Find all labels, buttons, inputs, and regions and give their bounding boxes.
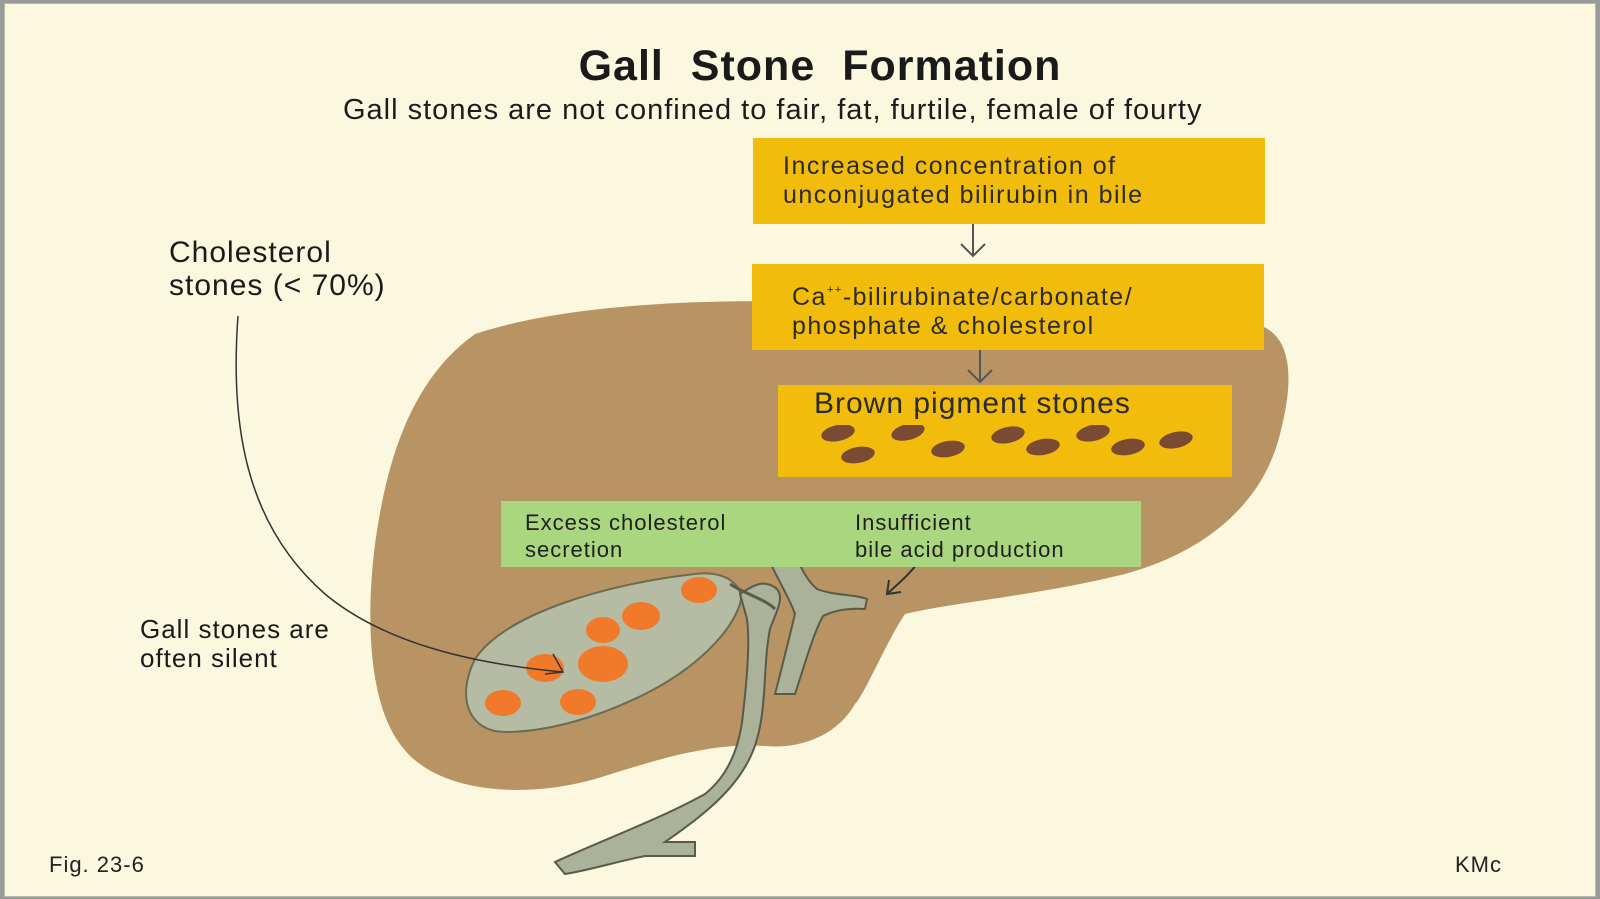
pigment-stone (891, 425, 925, 441)
insufficient-bile-text: Insufficient bile acid production (855, 509, 1065, 563)
cholesterol-label-line-2: stones (< 70%) (169, 269, 386, 302)
cholesterol-stone (526, 654, 564, 682)
cholesterol-stones-label: Cholesterol stones (< 70%) (169, 236, 386, 302)
cholesterol-stone (560, 689, 596, 715)
calcium-line-1: Ca++-bilirubinate/carbonate/ (792, 276, 1264, 312)
hepatic-duct (765, 544, 869, 695)
silent-label-line-1: Gall stones are (140, 614, 330, 644)
calcium-superscript: ++ (826, 284, 843, 296)
slide: Gall Stone Formation Gall stones are not… (4, 3, 1596, 897)
insufficient-line-1: Insufficient (855, 510, 972, 535)
excess-cholesterol-text: Excess cholesterol secretion (525, 509, 726, 563)
pigment-stones (821, 425, 1193, 464)
page-title: Gall Stone Formation (578, 42, 1062, 90)
cholesterol-stone (622, 602, 660, 630)
brown-pigment-box: Brown pigment stones (778, 385, 1232, 477)
pointer-cholesterol (235, 315, 565, 675)
bilirubin-box: Increased concentration of unconjugated … (753, 138, 1265, 224)
cystic-duct (729, 582, 777, 611)
bilirubin-line-2: unconjugated bilirubin in bile (783, 181, 1144, 209)
brown-pigment-label: Brown pigment stones (814, 387, 1131, 420)
pigment-stone (1159, 431, 1193, 449)
calcium-prefix: Ca (792, 283, 827, 311)
bilirubin-line-1: Increased concentration of (783, 152, 1117, 180)
cholesterol-stone (485, 690, 521, 716)
bile-duct (553, 582, 781, 876)
calcium-line-2: phosphate & cholesterol (792, 312, 1095, 340)
silent-label-line-2: often silent (140, 643, 278, 673)
credit-initials: KMc (1455, 852, 1502, 877)
cholesterol-stone (578, 646, 628, 682)
arrow-to-calcium (960, 224, 986, 258)
pigment-stone (821, 425, 855, 442)
arrow-to-brown (967, 350, 993, 384)
cholesterol-stones (485, 577, 717, 716)
excess-line-2: secretion (525, 537, 624, 562)
insufficient-line-2: bile acid production (855, 537, 1065, 562)
pigment-stone (1076, 425, 1110, 442)
cholesterol-label-line-1: Cholesterol (169, 236, 332, 269)
pigment-stone (1026, 438, 1060, 456)
pigment-stone (841, 446, 875, 464)
pigment-stone (931, 440, 965, 458)
calcium-box: Ca++-bilirubinate/carbonate/ phosphate &… (752, 264, 1264, 350)
figure-number: Fig. 23-6 (49, 852, 145, 877)
pigment-stone (991, 426, 1025, 444)
calcium-rest: -bilirubinate/carbonate/ (842, 283, 1134, 311)
excess-line-1: Excess cholesterol (525, 510, 727, 535)
cholesterol-causes-box: Excess cholesterol secretion Insufficien… (501, 501, 1141, 567)
cholesterol-stone (586, 617, 620, 643)
silent-stones-label: Gall stones are often silent (140, 615, 330, 673)
pigment-stone (1111, 438, 1145, 456)
page-subtitle: Gall stones are not confined to fair, fa… (343, 94, 1203, 126)
cholesterol-stone (681, 577, 717, 603)
